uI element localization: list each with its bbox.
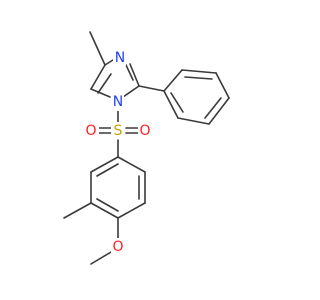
bond-c2-n3-double [125,64,134,81]
atom-s: S [111,122,125,139]
bond-c4-methyl [89,31,106,66]
molecule-canvas: N N S O O O [63,31,230,265]
atom-o-left-label: O [85,123,96,139]
bond-ar-3 [90,202,119,219]
bond-c5-n1 [90,88,111,98]
bond-ph-3 [215,72,230,99]
atom-n1: N [111,94,124,111]
bond-ph-4-double [204,97,222,119]
bond-c2-phenyl [138,85,165,92]
bond-ph-2-double [184,76,213,80]
atoms: N N S O O O [84,49,153,255]
bond-ar-3-double [96,198,119,212]
atom-n1-label: N [113,94,123,110]
bond-ph-1 [163,69,183,92]
atom-n3: N [113,49,126,66]
atom-o-right-label: O [139,123,150,139]
atom-n3-label: N [115,50,125,66]
bond-ph-5 [177,117,210,125]
molecule-structure: N N S O O O [63,31,230,265]
bond-ph-2 [181,69,217,74]
bond-ar-1 [90,156,119,173]
bond-o-me [90,251,112,265]
bond-c4-c5-double [97,73,112,94]
atom-o-right: O [138,122,153,139]
atom-o-methoxy: O [111,238,126,255]
bond-n1-c2 [122,85,140,98]
bond-n3-c4 [104,59,114,66]
bond-c4-c5 [90,64,106,90]
bond-ar-6 [117,156,146,173]
bond-ph-6-double [170,92,184,113]
bond-ar-methyl [63,202,92,219]
bond-ar-4 [117,202,146,219]
bond-ph-4 [208,97,230,125]
atom-o-left: O [84,122,99,139]
bond-ar-1-double [96,163,119,177]
atom-o-methoxy-label: O [112,239,123,255]
bond-c2-n3 [129,63,140,87]
bond-ph-6 [163,90,179,119]
bonds [63,31,230,265]
atom-s-label: S [114,123,123,139]
